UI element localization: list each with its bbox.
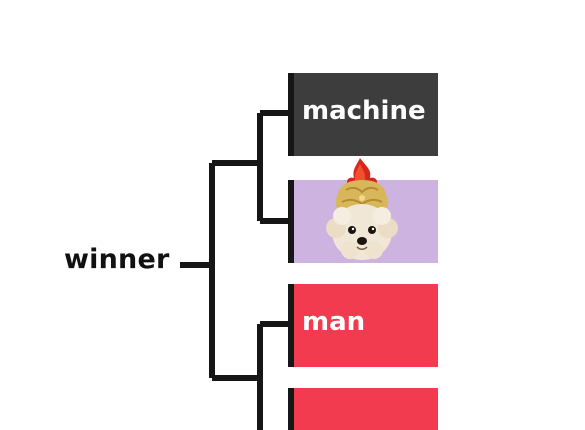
bracket-entry-4 [288, 388, 438, 430]
bracket-entry-dog [288, 158, 438, 263]
entry-label: machine [302, 96, 426, 126]
bracket-entry-man: man [288, 284, 438, 367]
dog-in-crown-image [326, 158, 398, 260]
bracket-entry-machine: machine [288, 73, 438, 156]
entry-label: man [302, 307, 366, 337]
winner-label: winner [64, 244, 170, 275]
